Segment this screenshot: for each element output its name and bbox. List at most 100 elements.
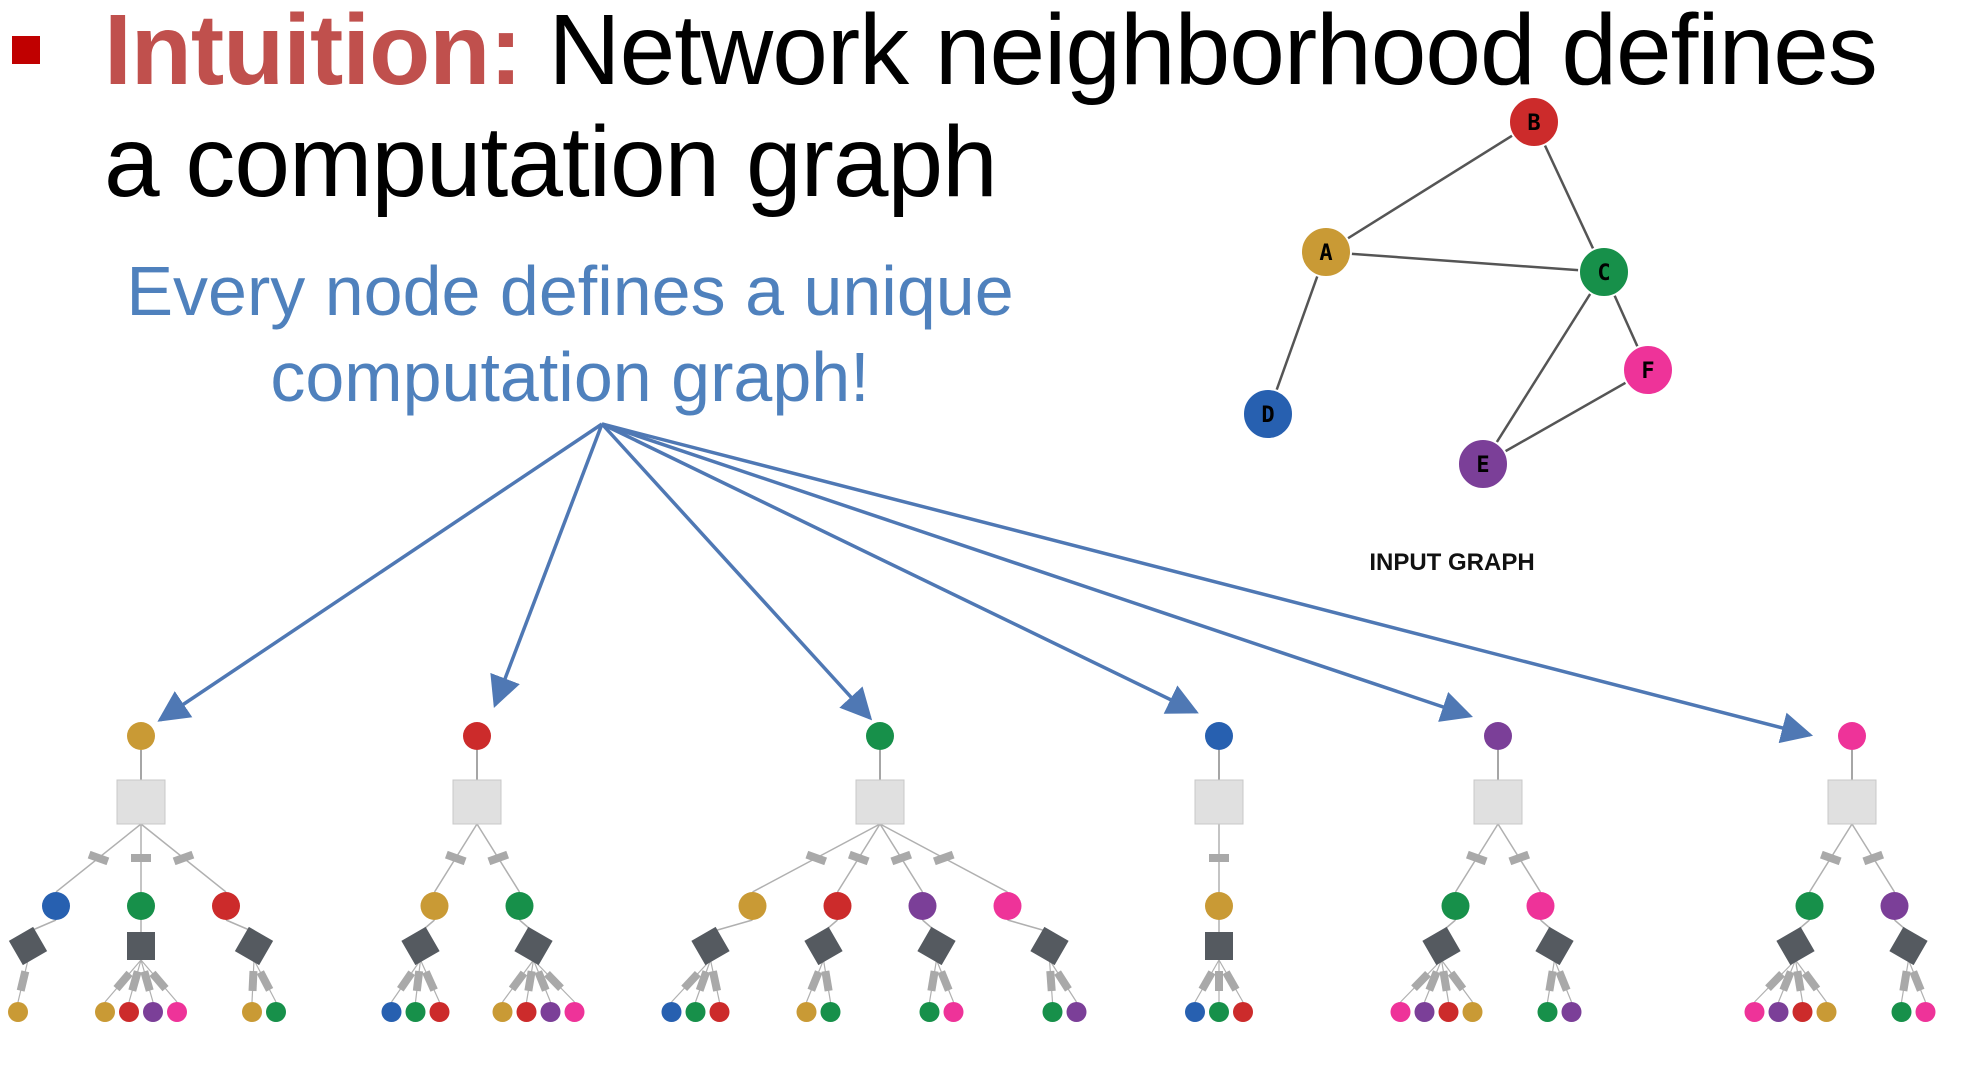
callout-arrow-F [601, 422, 1814, 744]
cg-leaf-node-B [119, 1002, 139, 1022]
cg-message-box [847, 850, 870, 866]
callout-text: Every node defines a unique computation g… [100, 248, 1040, 420]
cg-neighbor-node-C [127, 892, 155, 920]
cg-aggregator-box [1473, 779, 1523, 825]
cg-neural-box [514, 926, 553, 966]
cg-message-box [890, 850, 913, 866]
cg-root-node-C [866, 722, 894, 750]
cg-message-box [172, 850, 195, 866]
computation-graph-B [381, 722, 585, 1022]
cg-neural-box [1535, 926, 1574, 966]
cg-neighbor-node-F [1526, 892, 1555, 920]
cg-edge [710, 919, 753, 933]
input-graph-label-C: C [1597, 261, 1610, 286]
cg-message-box [927, 970, 939, 992]
cg-neural-box [1889, 926, 1928, 966]
cg-message-box [1411, 971, 1431, 991]
cg-leaf-node-B [516, 1002, 537, 1022]
input-graph-edge-EF [1482, 368, 1649, 466]
cg-leaf-node-C [685, 1002, 706, 1022]
cg-leaf-node-C [820, 1002, 841, 1022]
callout-line-2: computation graph! [270, 338, 870, 416]
input-graph-label-D: D [1261, 403, 1274, 428]
cg-root-node-D [1205, 722, 1233, 750]
cg-message-box [821, 970, 833, 992]
cg-neighbor-node-E [1880, 892, 1909, 920]
cg-aggregator-box [855, 779, 905, 825]
cg-leaf-node-C [1537, 1002, 1558, 1022]
cg-message-box [1439, 970, 1451, 992]
cg-message-box [1545, 970, 1557, 992]
cg-neural-box [1422, 926, 1461, 966]
cg-message-box [1447, 970, 1467, 992]
cg-message-box [1779, 970, 1795, 992]
cg-aggregator-box [1194, 779, 1244, 825]
cg-neural-box [804, 926, 843, 966]
cg-aggregator-box [1827, 779, 1877, 825]
cg-message-box [128, 970, 142, 992]
computation-graph-C [661, 722, 1087, 1022]
cg-message-box [1508, 850, 1531, 866]
cg-message-box [1222, 970, 1240, 992]
cg-message-box [113, 970, 133, 992]
computation-graph-E [1390, 722, 1582, 1022]
cg-message-box [807, 970, 823, 992]
cg-leaf-node-F [943, 1002, 964, 1022]
input-graph-label-E: E [1476, 453, 1489, 478]
cg-message-box [1765, 971, 1785, 991]
cg-neighbor-node-C [1795, 892, 1824, 920]
input-graph-edge-AD [1266, 251, 1328, 415]
cg-message-box [1801, 970, 1821, 992]
cg-leaf-node-A [1462, 1002, 1483, 1022]
cg-neural-box [127, 932, 155, 960]
title-text-line-2: a computation graph [104, 106, 998, 218]
cg-neighbor-node-F [993, 892, 1022, 920]
input-graph-edge-BC [1532, 121, 1606, 273]
cg-leaf-node-B [709, 1002, 730, 1022]
input-graph-edge-AC [1325, 250, 1605, 274]
computation-graph-A [8, 722, 286, 1022]
cg-message-box [1046, 970, 1056, 992]
cg-neighbor-node-E [908, 892, 937, 920]
cg-message-box [1209, 854, 1229, 862]
cg-leaf-node-A [796, 1002, 817, 1022]
cg-message-box [1862, 850, 1885, 866]
cg-leaf-node-F [564, 1002, 585, 1022]
cg-leaf-node-F [1915, 1002, 1936, 1022]
cg-neighbor-node-C [1441, 892, 1470, 920]
cg-message-box [534, 970, 550, 992]
cg-root-node-F [1838, 722, 1866, 750]
cg-message-box [681, 970, 701, 992]
cg-message-box [805, 850, 828, 866]
cg-message-box [524, 970, 536, 992]
callout-arrow-D [601, 422, 1199, 714]
cg-leaf-node-E [1768, 1002, 1789, 1022]
cg-neighbor-node-A [1205, 892, 1233, 920]
input-graph-node-E [1457, 438, 1509, 490]
input-graph-node-F [1622, 344, 1674, 396]
cg-message-box [87, 850, 110, 866]
cg-message-box [937, 970, 953, 992]
cg-message-box [932, 850, 955, 866]
cg-leaf-node-F [1744, 1002, 1765, 1022]
cg-leaf-node-D [1185, 1002, 1205, 1022]
cg-message-box [140, 970, 154, 992]
cg-leaf-node-A [242, 1002, 262, 1022]
cg-message-box [1819, 850, 1842, 866]
cg-leaf-node-C [919, 1002, 940, 1022]
callout-arrow-E [601, 422, 1473, 722]
cg-root-node-A [127, 722, 155, 750]
callout-arrow-A [157, 422, 603, 722]
callout-line-1: Every node defines a unique [126, 252, 1014, 330]
callout-arrow-C [600, 422, 873, 721]
input-graph-node-C [1578, 246, 1630, 298]
cg-message-box [1793, 970, 1805, 992]
cg-neighbor-node-D [42, 892, 70, 920]
input-graph-edge-CE [1481, 271, 1606, 465]
cg-message-box [256, 970, 274, 992]
cg-neural-box [1205, 932, 1233, 960]
cg-leaf-node-C [1891, 1002, 1912, 1022]
